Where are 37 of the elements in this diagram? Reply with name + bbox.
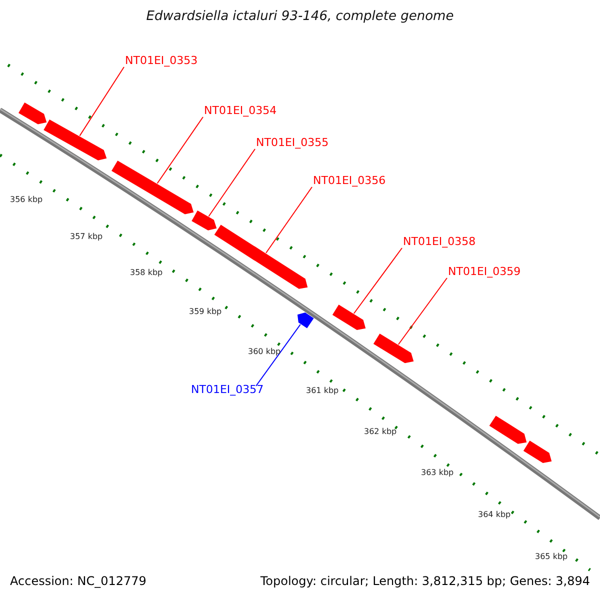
scale-label: 359 kbp <box>189 308 222 317</box>
scale-label: 357 kbp <box>70 233 103 242</box>
gene-feature <box>373 334 414 364</box>
gene-label: NT01EI_0359 <box>448 266 521 278</box>
gene-feature <box>297 312 314 328</box>
gene-label: NT01EI_0355 <box>256 137 329 150</box>
scale-label: 358 kbp <box>130 269 163 278</box>
leader-line <box>398 278 448 345</box>
footer-text: Accession: NC_012779 <box>10 575 146 588</box>
gene-feature <box>489 416 527 444</box>
gene-label: NT01EI_0356 <box>313 175 386 188</box>
gene-feature <box>332 304 366 330</box>
gene-label: NT01EI_0357 <box>191 384 264 396</box>
gene-label: NT01EI_0358 <box>403 236 476 248</box>
leader-line <box>208 148 256 217</box>
leader-line <box>353 248 402 314</box>
scale-label: 362 kbp <box>364 428 397 437</box>
gene-feature <box>192 210 217 230</box>
leader-line <box>256 324 301 386</box>
leader-line <box>79 66 124 136</box>
leader-line <box>156 116 204 184</box>
scale-label: 356 kbp <box>10 196 43 205</box>
scale-label: 361 kbp <box>306 387 339 396</box>
leader-line <box>266 186 312 254</box>
gene-feature <box>523 440 552 464</box>
scale-label: 365 kbp <box>535 553 568 562</box>
gene-label: NT01EI_0354 <box>204 105 277 118</box>
gene-feature <box>112 160 194 214</box>
gene-feature <box>18 102 47 124</box>
gene-label: NT01EI_0353 <box>125 55 198 68</box>
gene-feature <box>214 224 308 289</box>
gene-feature <box>44 120 107 160</box>
title: Edwardsiella ictaluri 93-146, complete genome <box>145 10 455 24</box>
scale-label: 360 kbp <box>248 348 281 357</box>
scale-label: 364 kbp <box>478 511 511 520</box>
footer-text: Topology: circular; Length: 3,812,315 bp; Genes: 3,894 <box>260 575 590 588</box>
scale-label: 363 kbp <box>421 469 454 478</box>
